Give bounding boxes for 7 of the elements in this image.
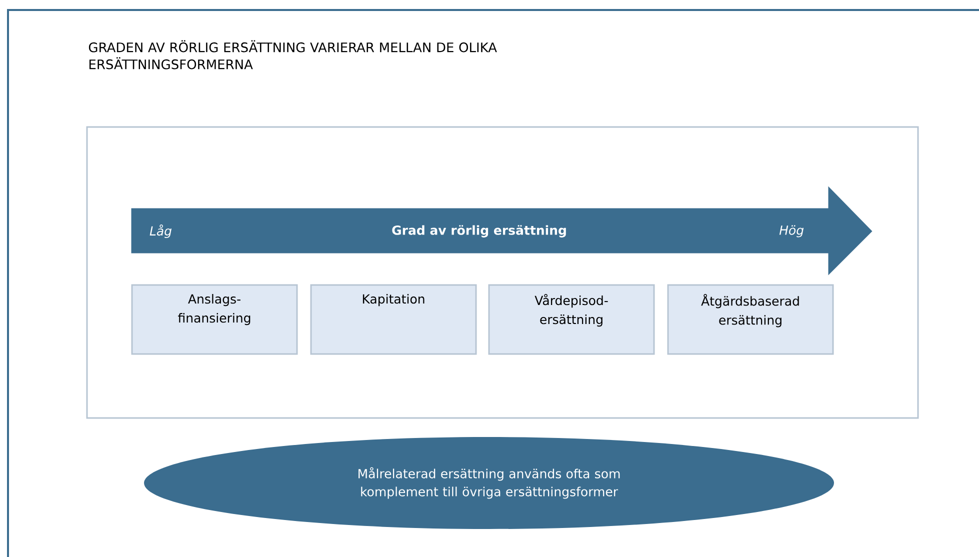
category-box: Åtgärdsbaserad ersättning — [667, 284, 834, 355]
panel — [86, 126, 919, 419]
category-box: Anslags- finansiering — [131, 284, 298, 355]
title: GRADEN AV RÖRLIG ERSÄTTNING VARIERAR MELLAN DE OLIKA ERSÄTTNINGSFORMERNA — [88, 40, 497, 70]
arrow-band: Låg Grad av rörlig ersättning Hög — [131, 186, 872, 276]
category-box: Vårdepisod- ersättning — [488, 284, 655, 355]
category-box: Kapitation — [310, 284, 477, 355]
